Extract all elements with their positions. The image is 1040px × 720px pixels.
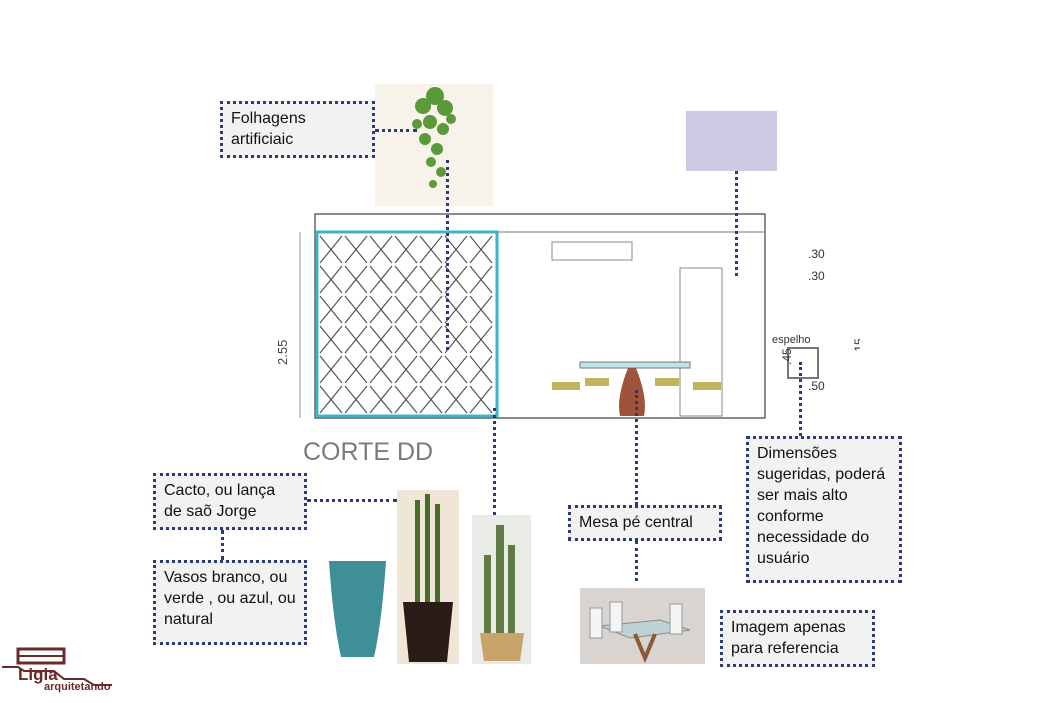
cobogo-block [469, 235, 493, 264]
section-drawing: 2.55 .30 .30 espelho .15 .45 .50 [275, 213, 860, 419]
cobogo-block [319, 235, 343, 264]
connector [799, 362, 802, 436]
cobogo-block [469, 295, 493, 324]
reference-label: Imagem apenas para referencia [720, 610, 875, 667]
svg-text:.15: .15 [852, 338, 860, 355]
cobogo-block [369, 325, 393, 354]
cactus-label: Cacto, ou lança de saõ Jorge [153, 473, 307, 530]
mirror-label: espelho [772, 334, 811, 346]
cobogo-block [344, 385, 368, 414]
cobogo-block [344, 325, 368, 354]
cobogo-block [444, 355, 468, 384]
cobogo-block [369, 235, 393, 264]
cobogo-block [469, 355, 493, 384]
cobogo-block [419, 385, 443, 414]
cobogo-block [419, 265, 443, 294]
cobogo-block [344, 355, 368, 384]
cobogo-block [394, 385, 418, 414]
connector [375, 129, 417, 132]
svg-text:.30: .30 [808, 247, 825, 261]
hanging-plant-image [375, 84, 493, 206]
cobogo-block [344, 265, 368, 294]
cobogo-block [469, 265, 493, 294]
vases-label: Vasos branco, ou verde , ou azul, ou nat… [153, 560, 307, 645]
cobogo-block [469, 385, 493, 414]
dining-table-image [580, 588, 705, 664]
cobogo-block [419, 355, 443, 384]
cobogo-block [319, 385, 343, 414]
cobogo-block [319, 355, 343, 384]
connector [635, 541, 638, 581]
section-title: CORTE DD [303, 438, 434, 466]
cobogo-block [319, 325, 343, 354]
connector [307, 499, 397, 502]
cactus-image [472, 515, 531, 664]
cobogo-block [394, 325, 418, 354]
cobogo-block [319, 265, 343, 294]
connector [221, 530, 224, 560]
cobogo-block [369, 355, 393, 384]
table-label: Mesa pé central [568, 505, 722, 541]
cobogo-block [419, 295, 443, 324]
logo: Ligia arquitetando [0, 645, 120, 697]
cobogo-block [394, 355, 418, 384]
cobogo-block [394, 235, 418, 264]
cobogo-block [344, 295, 368, 324]
cobogo-block [394, 265, 418, 294]
cobogo-block [469, 325, 493, 354]
cobogo-block [444, 385, 468, 414]
cobogo-block [394, 295, 418, 324]
foliage-label: Folhagens artificiaic [220, 101, 375, 158]
connector [446, 160, 449, 350]
cobogo-block [419, 325, 443, 354]
cobogo-block [319, 295, 343, 324]
cobogo-block [369, 265, 393, 294]
cobogo-block [419, 235, 443, 264]
vase-image [329, 561, 386, 657]
svg-text:.30: .30 [808, 269, 825, 283]
lavender-swatch [686, 111, 777, 171]
cobogo-block [344, 235, 368, 264]
svg-text:.45: .45 [780, 348, 794, 365]
sansevieria-image [397, 490, 459, 664]
dimensions-label: Dimensões sugeridas, poderá ser mais alt… [746, 436, 902, 583]
connector [735, 171, 738, 276]
height-dimension: 2.55 [275, 340, 290, 365]
svg-text:.50: .50 [808, 379, 825, 393]
connector [493, 408, 496, 515]
connector [635, 390, 638, 505]
cobogo-block [369, 385, 393, 414]
cobogo-block [369, 295, 393, 324]
